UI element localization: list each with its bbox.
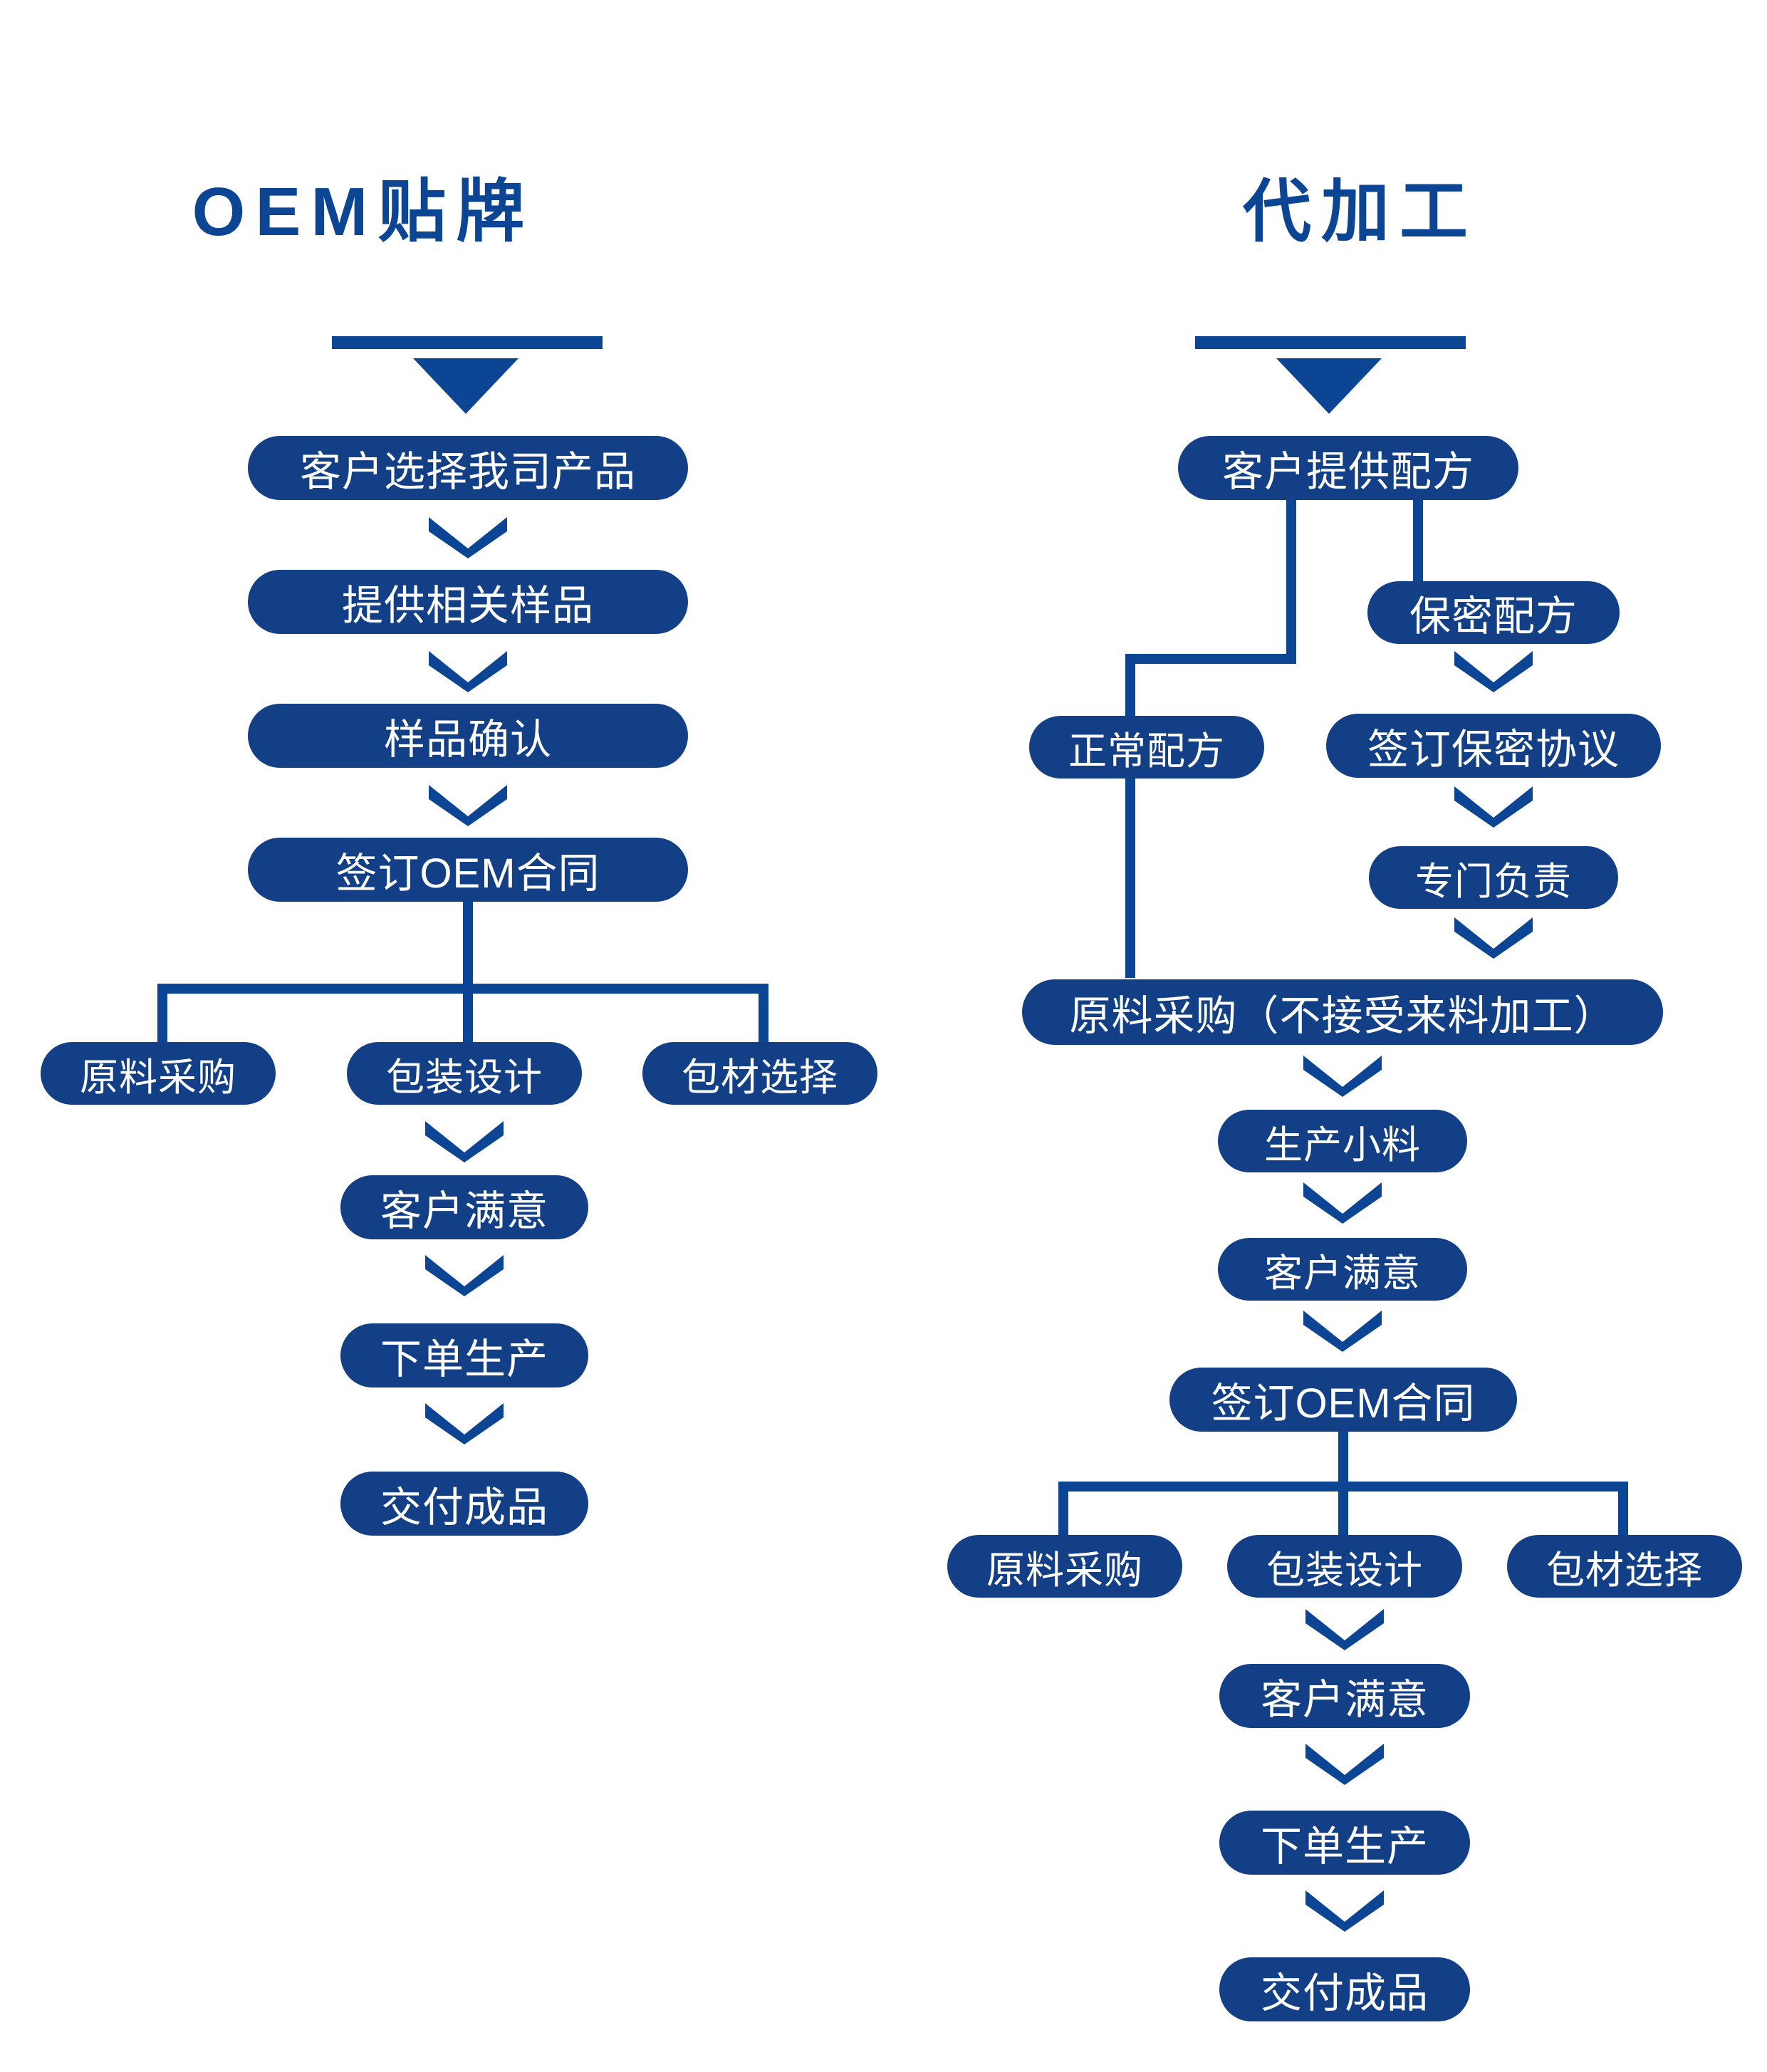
connector-oda-split-mid bbox=[1338, 1482, 1348, 1540]
chevron-oem-7-8 bbox=[425, 1400, 504, 1444]
chevron-oem-3-4 bbox=[429, 782, 507, 826]
node-oem-8[interactable]: 交付成品 bbox=[340, 1472, 588, 1536]
node-oem-6[interactable]: 客户满意 bbox=[340, 1175, 588, 1239]
node-oda-5[interactable]: 专门负责 bbox=[1369, 846, 1618, 909]
chevron-oda-2-4 bbox=[1454, 648, 1533, 692]
connector-oda-split-right bbox=[1618, 1482, 1628, 1540]
connector-oda-1-right-stem bbox=[1413, 500, 1423, 594]
node-oem-1[interactable]: 客户选择我司产品 bbox=[248, 436, 688, 500]
connector-oem-split-right bbox=[759, 984, 768, 1046]
node-oem-3[interactable]: 样品确认 bbox=[248, 704, 688, 768]
node-oda-13[interactable]: 交付成品 bbox=[1219, 1957, 1470, 2021]
node-oda-4[interactable]: 签订保密协议 bbox=[1326, 714, 1661, 778]
connector-oem-split-left bbox=[157, 984, 167, 1046]
connector-oda-1-left-bar bbox=[1125, 654, 1296, 664]
connector-oda-split-left bbox=[1058, 1482, 1068, 1540]
node-oda-11[interactable]: 客户满意 bbox=[1219, 1664, 1470, 1728]
node-oem-5a[interactable]: 原料采购 bbox=[41, 1042, 276, 1105]
node-oem-7[interactable]: 下单生产 bbox=[340, 1323, 588, 1388]
chevron-oda-5-6 bbox=[1454, 915, 1533, 959]
node-oda-3[interactable]: 正常配方 bbox=[1029, 716, 1264, 779]
node-oem-5c[interactable]: 包材选择 bbox=[642, 1042, 877, 1105]
connector-oda-1-left-stem bbox=[1286, 500, 1296, 664]
node-oem-5b[interactable]: 包装设计 bbox=[347, 1042, 582, 1105]
node-oem-4[interactable]: 签订OEM合同 bbox=[248, 838, 688, 902]
node-oem-2[interactable]: 提供相关样品 bbox=[248, 570, 688, 634]
chevron-oem-5b-6 bbox=[425, 1118, 504, 1162]
chevron-oda-7-8 bbox=[1303, 1180, 1382, 1224]
connector-oda-1-left-drop bbox=[1125, 654, 1135, 735]
chevron-oem-1-2 bbox=[429, 514, 507, 558]
node-oda-12[interactable]: 下单生产 bbox=[1219, 1811, 1470, 1875]
node-oda-2[interactable]: 保密配方 bbox=[1367, 581, 1620, 644]
connector-oem-split-mid bbox=[463, 984, 473, 1046]
chevron-oda-11-12 bbox=[1305, 1741, 1384, 1785]
column-title-oem: OEM贴牌 bbox=[192, 174, 535, 250]
node-oda-7[interactable]: 生产小料 bbox=[1218, 1110, 1467, 1172]
title-underline-oda bbox=[1195, 336, 1466, 349]
chevron-oda-8-9 bbox=[1303, 1308, 1382, 1352]
node-oda-8[interactable]: 客户满意 bbox=[1218, 1238, 1467, 1301]
title-arrow-oda bbox=[1276, 358, 1382, 414]
chevron-oda-10b-11 bbox=[1305, 1606, 1384, 1650]
connector-oem-split-stem bbox=[463, 902, 473, 989]
node-oda-6[interactable]: 原料采购（不接受来料加工） bbox=[1022, 979, 1663, 1045]
chevron-oem-2-3 bbox=[429, 648, 507, 692]
chevron-oda-6-7 bbox=[1303, 1053, 1382, 1097]
connector-oda-split-stem bbox=[1338, 1432, 1348, 1486]
chevron-oem-6-7 bbox=[425, 1252, 504, 1296]
node-oda-1[interactable]: 客户提供配方 bbox=[1178, 436, 1518, 500]
connector-oda-3-6 bbox=[1125, 779, 1135, 978]
title-arrow-oem bbox=[413, 358, 518, 414]
chevron-oda-12-13 bbox=[1305, 1888, 1384, 1932]
column-title-oda: 代加工 bbox=[1243, 174, 1478, 250]
node-oda-9[interactable]: 签订OEM合同 bbox=[1169, 1368, 1517, 1432]
node-oda-10b[interactable]: 包装设计 bbox=[1227, 1535, 1462, 1598]
chevron-oda-4-5 bbox=[1454, 783, 1533, 828]
node-oda-10c[interactable]: 包材选择 bbox=[1507, 1535, 1742, 1598]
node-oda-10a[interactable]: 原料采购 bbox=[947, 1535, 1182, 1598]
title-underline-oem bbox=[332, 336, 603, 349]
